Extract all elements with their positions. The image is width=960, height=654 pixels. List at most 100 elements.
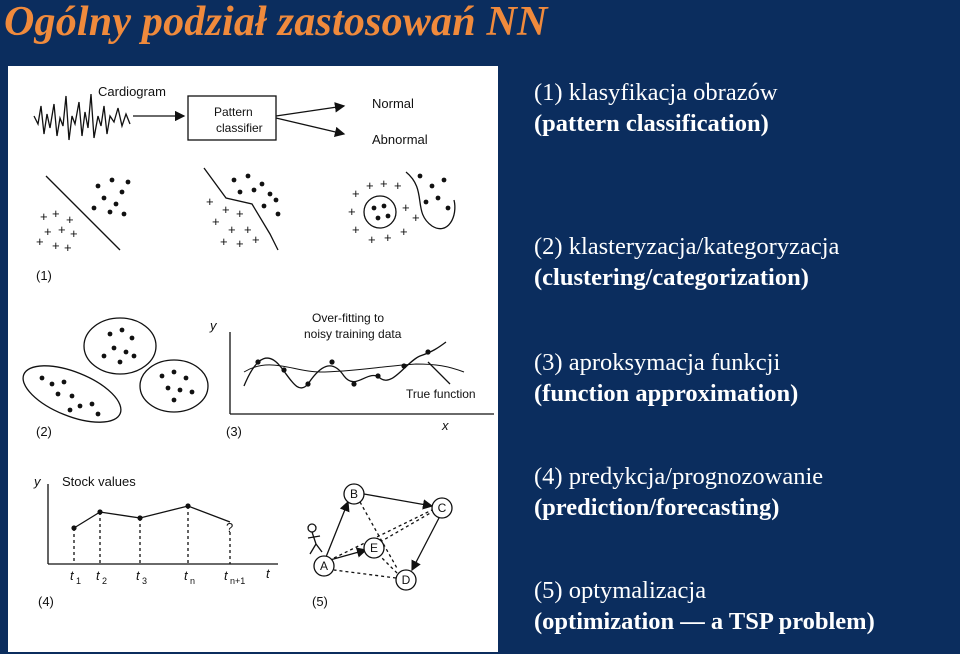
list-item: (1) klasyfikacja obrazów (pattern classi… [534,78,778,140]
sketch-tsp: A B C D E (5) [307,483,453,609]
item-polish: (4) predykcja/prognozowanie [534,463,824,490]
item-english: (optimization — a TSP problem) [534,608,875,635]
svg-text:+: + [70,226,78,241]
svg-text:+: + [52,206,60,221]
svg-text:+: + [44,224,52,239]
cluster-ellipse-top [83,317,157,375]
tag-3: (3) [226,424,242,439]
s3-x-label: x [441,418,449,433]
svg-text:t: t [96,568,101,583]
list-item: (4) predykcja/prognozowanie (prediction/… [534,462,823,524]
svg-text:+: + [244,222,252,237]
dot-points-b [231,173,281,217]
svg-text:+: + [348,204,356,219]
dot-points-c [371,173,451,221]
svg-text:+: + [52,238,60,253]
enclosed-cluster [363,195,397,229]
svg-text:+: + [400,224,408,239]
illustration-panel: Cardiogram Pattern classifier Normal Abn… [8,66,498,652]
svg-text:+: + [212,214,220,229]
svg-text:+: + [64,240,72,255]
node-a [313,555,335,577]
svg-text:+: + [66,212,74,227]
true-function-label: True function [406,387,476,401]
svg-text:1: 1 [76,576,81,586]
list-item: (3) aproksymacja funkcji (function appro… [534,348,798,410]
svg-text:D: D [402,573,411,587]
svg-text:+: + [236,236,244,251]
overfit-note-line1: Over-fitting to [312,311,384,325]
list-item: (2) klasteryzacja/kategoryzacja (cluster… [534,232,839,294]
normal-label: Normal [372,96,414,111]
svg-text:+: + [402,200,410,215]
classifier-line1: Pattern [214,105,253,119]
svg-text:+: + [252,232,260,247]
item-english: (function approximation) [534,380,799,407]
svg-text:+: + [36,234,44,249]
dot-points-a [91,177,131,217]
svg-text:+: + [206,194,214,209]
svg-text:A: A [320,559,328,573]
time-subscripts: 1 2 3 n n+1 [76,576,245,586]
svg-text:E: E [370,541,378,555]
forecast-question: ? [226,520,233,535]
svg-text:+: + [220,234,228,249]
svg-text:B: B [350,487,358,501]
stock-label: Stock values [62,474,136,489]
tag-1: (1) [36,268,52,283]
cardiogram-signal [33,93,131,141]
salesman-figure [307,523,323,555]
tag-5: (5) [312,594,328,609]
svg-text:+: + [384,230,392,245]
svg-text:C: C [438,501,447,515]
edge-d-a [333,569,397,579]
tsp-node-labels: A B C D E [320,487,447,587]
svg-text:+: + [366,178,374,193]
edge-c-d [411,515,441,572]
item-polish: (1) klasyfikacja obrazów [534,79,778,106]
svg-text:t: t [136,568,141,583]
slide-title: Ogólny podział zastosowań NN [4,0,548,45]
edge-e-d [377,553,399,575]
svg-text:+: + [412,210,420,225]
node-b [343,483,365,505]
arrow-to-normal [275,102,346,117]
sketch-forecasting: y Stock values t ? t t [33,474,278,609]
s4-y-label: y [33,474,42,489]
svg-text:t: t [184,568,189,583]
edge-a-e [329,547,368,561]
node-e [363,537,385,559]
item-english: (prediction/forecasting) [534,494,780,521]
edge-a-b [323,500,350,563]
arrow-to-abnormal [275,117,346,137]
sketch-function-approximation: y x Over-fitting to noisy training data … [209,311,494,439]
plus-points-c: ++++ +++ ++++ [348,176,420,247]
training-points [255,349,431,387]
plus-points-b: +++ +++ +++ [206,194,260,251]
svg-text:+: + [380,176,388,191]
svg-text:+: + [352,186,360,201]
s4-x-label: t [266,566,271,581]
svg-text:+: + [352,222,360,237]
list-item: (5) optymalizacja (optimization — a TSP … [534,576,875,638]
cardiogram-label: Cardiogram [98,84,166,99]
item-polish: (2) klasteryzacja/kategoryzacja [534,233,840,260]
linear-separator [45,175,121,251]
true-function-curve [243,363,465,373]
edge-a-c [333,509,433,559]
item-polish: (5) optymalizacja [534,577,707,604]
svg-text:+: + [58,222,66,237]
piecewise-separator [203,167,279,251]
svg-text:2: 2 [102,576,107,586]
classifier-line2: classifier [216,121,263,135]
node-c [431,497,453,519]
item-english: (clustering/categorization) [534,264,809,291]
svg-text:t: t [224,568,229,583]
abnormal-label: Abnormal [372,132,428,147]
plus-points-a: +++ +++ +++ [36,206,78,255]
sketch-clustering: (2) [22,317,209,439]
svg-text:3: 3 [142,576,147,586]
svg-text:+: + [394,178,402,193]
svg-text:n+1: n+1 [230,576,245,586]
stock-line [73,505,231,529]
